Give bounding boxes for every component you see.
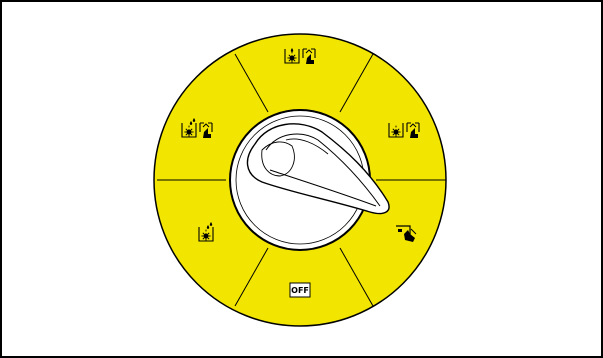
off-label: OFF (291, 286, 309, 295)
divider-line (234, 247, 269, 307)
divider-line (339, 53, 374, 113)
sector-dividers (157, 53, 446, 307)
knob-pointer (246, 123, 390, 215)
off-icon[interactable]: OFF (289, 282, 311, 298)
selector-knob[interactable] (229, 109, 390, 251)
hand-cooling-icon[interactable] (396, 225, 417, 242)
divider-line (234, 53, 269, 113)
divider-line (339, 247, 374, 307)
